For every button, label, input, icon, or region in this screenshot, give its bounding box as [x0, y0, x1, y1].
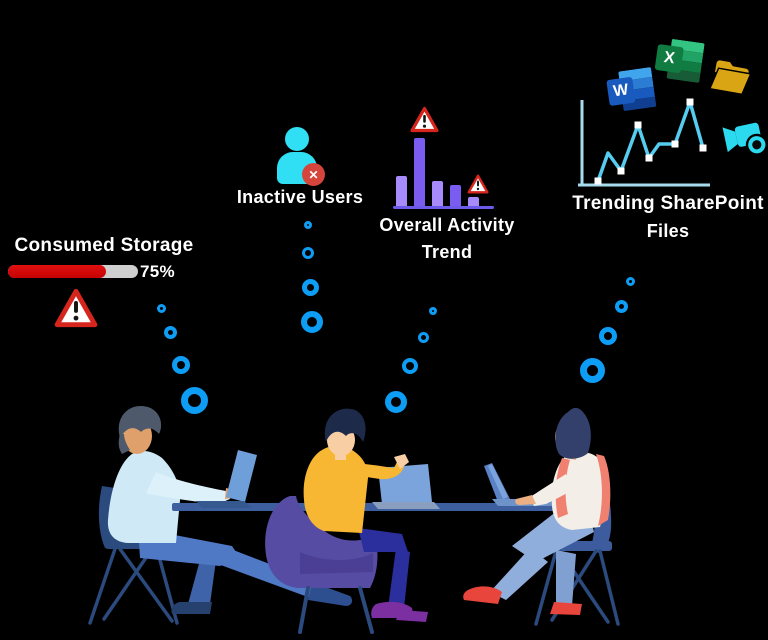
chair-middle: [265, 496, 378, 634]
bubble: [172, 356, 190, 374]
person-middle-arm: [346, 454, 409, 480]
bar-2: [432, 181, 443, 206]
folder-icon: [708, 60, 752, 96]
warning-icon: [54, 287, 98, 329]
people-illustration: [88, 405, 620, 634]
bubble: [163, 325, 177, 339]
trending-title-line1: Trending SharePoint: [572, 193, 764, 214]
bar-0: [396, 176, 407, 206]
consumed-storage-title: Consumed Storage: [14, 235, 194, 256]
bubble: [417, 331, 429, 343]
bubble: [304, 221, 312, 229]
bubble: [625, 276, 635, 286]
storage-progress-fill: [8, 265, 106, 278]
excel-file-icon: X: [653, 37, 705, 85]
word-file-icon: W: [605, 67, 657, 115]
bar-1: [414, 138, 425, 206]
warning-icon: [467, 174, 489, 194]
overall-activity-title-line2: Trend: [421, 242, 473, 262]
trending-line-chart: [576, 96, 716, 190]
bubble: [301, 311, 323, 333]
bar-3: [450, 185, 461, 206]
inactive-users-title: Inactive Users: [236, 187, 364, 207]
bar-chart-axis: [393, 206, 494, 209]
remove-user-badge-icon: ✕: [302, 163, 325, 186]
bubble: [301, 278, 319, 296]
bubble: [302, 247, 314, 259]
bubble: [599, 327, 617, 345]
overall-activity-title-line1: Overall Activity: [379, 215, 515, 235]
person-right: [463, 407, 611, 615]
bubble: [429, 307, 437, 315]
word-letter: W: [606, 76, 636, 107]
video-camera-icon: [722, 122, 768, 156]
bubble: [579, 357, 605, 383]
bubble: [156, 303, 166, 313]
excel-letter: X: [654, 43, 684, 74]
storage-percent-label: 75%: [140, 262, 175, 281]
trending-title-line2: Files: [646, 221, 690, 241]
bar-4: [468, 197, 479, 206]
laptop-left: [196, 450, 257, 508]
user-head-icon: [285, 127, 309, 151]
inactive-user-icon: ✕: [277, 125, 329, 189]
activity-bar-chart: [396, 136, 492, 206]
bubble: [614, 299, 628, 313]
bubble: [402, 358, 418, 374]
warning-icon: [410, 106, 439, 133]
storage-progress-bar: [8, 265, 138, 278]
